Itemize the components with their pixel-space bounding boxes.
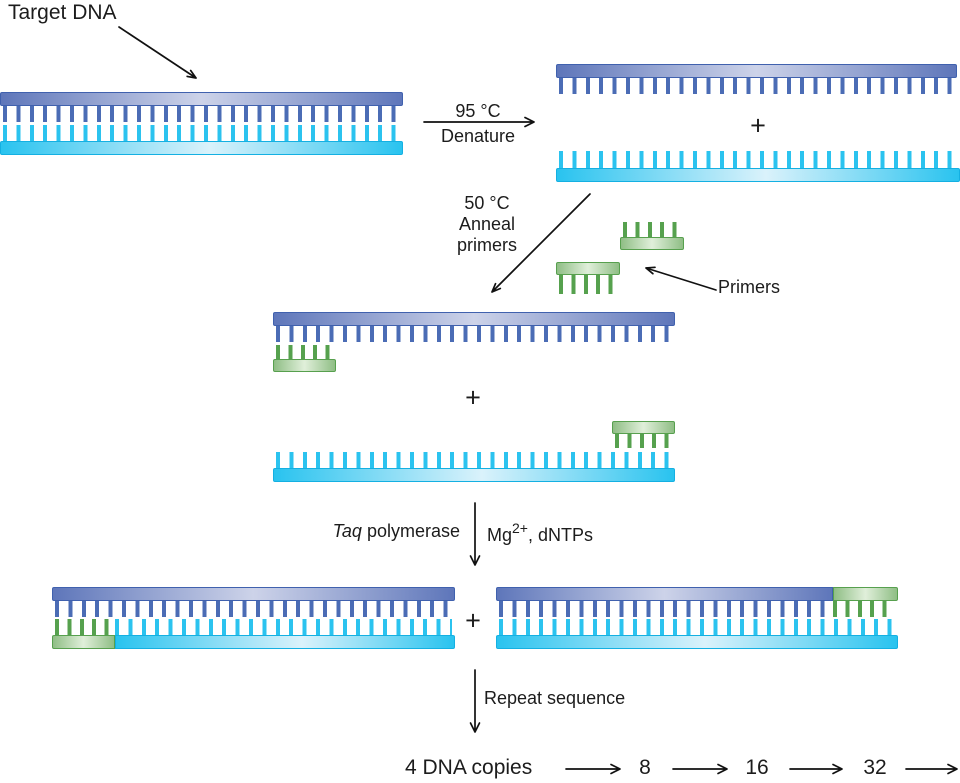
- new-strand-bar: [52, 635, 455, 649]
- copies-arrow-1: [565, 763, 621, 775]
- extension-arrow: [469, 502, 481, 566]
- copies-arrow-3: [789, 763, 843, 775]
- primer-bar-segment: [833, 587, 898, 601]
- anneal-temp-label: 50 °C: [464, 193, 510, 213]
- taq-enzyme-italic: Taq: [332, 521, 362, 541]
- primer-bar: [556, 262, 620, 275]
- dna-top-strand-teeth: [276, 326, 672, 342]
- primer-bar: [612, 421, 675, 434]
- new-strand-bar: [496, 587, 898, 601]
- free-primer-forward: [620, 222, 684, 250]
- taq-enzyme-rest: polymerase: [361, 521, 460, 541]
- taq-polymerase-label: Taq polymerase: [300, 521, 460, 542]
- free-primer-reverse: [556, 262, 620, 294]
- copies-count-32: 32: [863, 756, 887, 779]
- dna-top-strand-bar: [52, 587, 455, 601]
- new-strand-teeth: [499, 601, 895, 617]
- dna-top-strand-bar: [556, 64, 957, 78]
- dna-bottom-strand-teeth: [3, 125, 400, 141]
- target-dna-label: Target DNA: [8, 1, 117, 24]
- denature-action-label: Denature: [440, 126, 516, 146]
- annealed-primer-forward: [273, 345, 336, 372]
- product-duplex-left: [52, 587, 455, 649]
- anneal-action-line2: primers: [456, 235, 518, 255]
- dna-bottom-strand-teeth: [115, 619, 452, 635]
- copies-arrow-2: [672, 763, 728, 775]
- primer-teeth: [615, 434, 672, 448]
- primer-bar: [273, 359, 336, 372]
- new-strand-teeth: [55, 619, 452, 635]
- dna-top-strand-teeth: [559, 78, 954, 94]
- product-duplex-right: [496, 587, 898, 649]
- anneal-arrow: [491, 193, 591, 293]
- primer-teeth: [833, 601, 895, 617]
- repeat-sequence-label: Repeat sequence: [484, 688, 626, 708]
- primer-teeth: [559, 275, 617, 294]
- dna-top-strand-bar-segment: [496, 587, 833, 601]
- dna-bottom-strand-teeth: [559, 151, 957, 168]
- copies-label: 4 DNA copies: [405, 756, 533, 779]
- dna-bottom-strand-bar: [556, 168, 960, 182]
- primer-teeth: [276, 345, 333, 359]
- denature-temp-label: 95 °C: [455, 101, 501, 121]
- dntps-label: , dNTPs: [527, 525, 593, 545]
- primer-bar: [620, 237, 684, 250]
- dna-top-strand-teeth: [3, 106, 400, 122]
- dna-top-strand-teeth: [55, 601, 452, 617]
- dna-bottom-strand-teeth: [499, 619, 895, 635]
- mg-superscript: 2+: [512, 520, 528, 536]
- primers-label: Primers: [718, 277, 780, 297]
- dna-bottom-strand-bar: [0, 141, 403, 155]
- copies-count-16: 16: [745, 756, 769, 779]
- dna-bottom-strand-bar: [273, 468, 675, 482]
- target-dna-arrow: [118, 26, 197, 79]
- primer-teeth: [55, 619, 115, 635]
- denature-arrow: [423, 116, 535, 128]
- annealed-top-strand: [273, 312, 675, 342]
- repeat-arrow: [469, 669, 481, 733]
- dna-bottom-strand-bar: [496, 635, 898, 649]
- plus-sign: +: [750, 110, 766, 141]
- mg-dntps-label: Mg2+, dNTPs: [487, 520, 593, 546]
- dna-top-strand-teeth: [499, 601, 833, 617]
- anneal-action-line1: Anneal: [458, 214, 516, 234]
- anneal-step-label: 50 °C Anneal primers: [457, 193, 517, 256]
- dna-top-strand-bar: [0, 92, 403, 106]
- primer-bar-segment: [52, 635, 115, 649]
- plus-sign: +: [465, 382, 481, 413]
- annealed-primer-reverse: [612, 421, 675, 448]
- copies-count-8: 8: [639, 756, 651, 779]
- annealed-bottom-strand: [273, 452, 675, 482]
- primer-teeth: [623, 222, 681, 237]
- dna-bottom-strand-bar-segment: [115, 635, 455, 649]
- plus-sign: +: [465, 605, 481, 636]
- dna-top-strand-bar: [273, 312, 675, 326]
- primers-pointer-arrow: [645, 266, 717, 291]
- mg-label: Mg: [487, 525, 513, 545]
- target-dna-duplex: [0, 92, 403, 155]
- denatured-bottom-strand: [556, 151, 960, 182]
- copies-arrow-4: [905, 763, 958, 775]
- dna-bottom-strand-teeth: [276, 452, 672, 468]
- denatured-top-strand: [556, 64, 957, 94]
